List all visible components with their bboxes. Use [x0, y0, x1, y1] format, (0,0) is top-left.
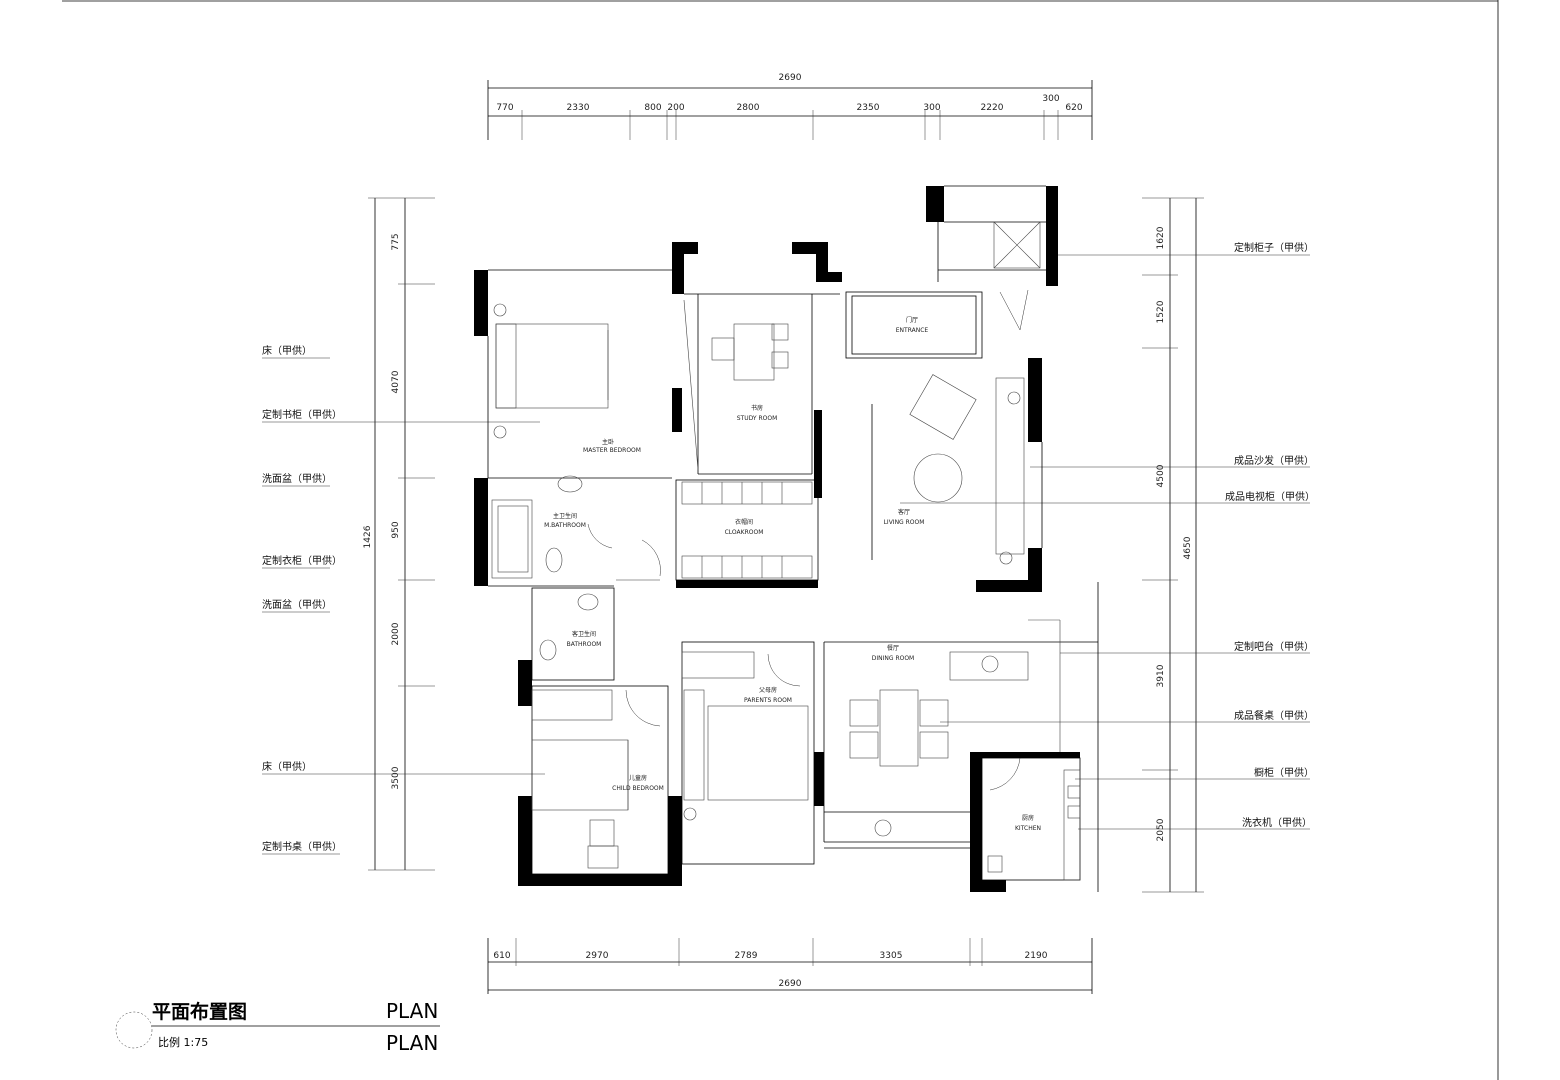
drawing-scale: 比例 1:75 [158, 1035, 208, 1049]
top-seg-9: 300 [1042, 94, 1059, 104]
room-cloak-cn: 衣帽间 [735, 518, 753, 526]
room-kitchen-en: KITCHEN [1015, 825, 1041, 832]
room-master-bath-en: M.BATHROOM [544, 522, 586, 529]
top-seg-1: 770 [496, 103, 513, 113]
callout-left-basin-1: 洗面盆（甲供） [262, 472, 332, 485]
top-seg-3: 800 [644, 103, 661, 113]
left-dimension-chain: 775 4070 950 2000 3500 1426 [363, 197, 435, 871]
top-dimension-chain: 2690 770 2330 800 200 2800 2350 300 2220… [487, 73, 1093, 140]
interior-walls [487, 185, 1099, 892]
bottom-dimension-chain: 610 2970 2789 3305 2190 2690 [487, 938, 1093, 994]
room-parents-cn: 父母房 [759, 686, 777, 694]
callout-left-bed-2: 床（甲供） [262, 760, 312, 773]
room-kitchen-cn: 厨房 [1022, 814, 1034, 822]
left-seg-2: 4070 [391, 370, 401, 393]
room-bath-cn: 客卫生间 [572, 630, 596, 638]
right-seg-2: 1520 [1156, 300, 1166, 323]
callout-right-tv-cabinet: 成品电视柜（甲供） [1225, 490, 1315, 503]
drawing-title-cn: 平面布置图 [152, 1000, 247, 1023]
callout-left-wardrobe: 定制衣柜（甲供） [262, 554, 342, 567]
door-swings [587, 289, 1029, 791]
room-dining-en: DINING ROOM [872, 655, 914, 662]
room-master-bath-cn: 主卫生间 [553, 512, 577, 520]
callout-right-kitchen-cabinet: 橱柜（甲供） [1254, 766, 1314, 779]
title-circle-icon [115, 1011, 153, 1049]
bottom-seg-3: 2789 [735, 951, 758, 961]
callout-right-cabinet: 定制柜子（甲供） [1234, 241, 1314, 254]
room-entrance-en: ENTRANCE [896, 327, 929, 334]
left-seg-4: 2000 [391, 622, 401, 645]
top-seg-8: 2220 [981, 103, 1004, 113]
callout-left-bookcase: 定制书柜（甲供） [262, 408, 342, 421]
coffee-table [913, 453, 963, 503]
room-living-cn: 客厅 [898, 508, 910, 516]
right-total-dim: 4650 [1183, 536, 1193, 559]
top-seg-7: 300 [923, 103, 940, 113]
room-bath-en: BATHROOM [567, 641, 602, 648]
callout-left-basin-2: 洗面盆（甲供） [262, 598, 332, 611]
parents-bed [707, 705, 809, 801]
title-block: 平面布置图 比例 1:75 PLAN PLAN [115, 999, 440, 1055]
right-seg-1: 1620 [1156, 226, 1166, 249]
bottom-seg-5: 2190 [1025, 951, 1048, 961]
left-seg-5: 3500 [391, 766, 401, 789]
callout-left-bed-1: 床（甲供） [262, 344, 312, 357]
room-parents-en: PARENTS ROOM [744, 697, 792, 704]
room-child-cn: 儿童房 [629, 774, 647, 782]
top-total-dim: 2690 [779, 73, 802, 83]
left-callouts: 床（甲供） 定制书柜（甲供） 洗面盆（甲供） 定制衣柜（甲供） 洗面盆（甲供） … [262, 344, 545, 855]
top-seg-10: 620 [1065, 103, 1082, 113]
callout-right-sofa: 成品沙发（甲供） [1234, 454, 1314, 467]
room-cloak-en: CLOAKROOM [725, 529, 764, 536]
callout-right-dining-table: 成品餐桌（甲供） [1234, 709, 1314, 722]
armchair [909, 374, 977, 440]
top-seg-2: 2330 [567, 103, 590, 113]
room-master-cn: 主卧 [602, 438, 614, 446]
room-dining-cn: 餐厅 [887, 644, 899, 652]
top-seg-4: 200 [667, 103, 684, 113]
right-seg-4: 3910 [1156, 664, 1166, 687]
master-bed [495, 323, 609, 409]
bottom-seg-4: 3305 [880, 951, 903, 961]
right-seg-5: 2050 [1156, 818, 1166, 841]
child-bed [531, 739, 629, 811]
room-master-en: MASTER BEDROOM [583, 447, 641, 454]
left-seg-1: 775 [391, 233, 401, 250]
right-seg-3: 4500 [1156, 464, 1166, 487]
right-dimension-chain: 1620 1520 4500 3910 2050 4650 [1142, 197, 1204, 893]
dining-table [879, 689, 919, 767]
room-study-cn: 书房 [751, 404, 763, 412]
room-entrance-cn: 门厅 [906, 316, 918, 324]
drawing-title-en: PLAN [386, 999, 438, 1023]
top-seg-6: 2350 [857, 103, 880, 113]
top-seg-5: 2800 [737, 103, 760, 113]
callout-left-desk: 定制书桌（甲供） [262, 840, 342, 853]
bottom-seg-1: 610 [493, 951, 510, 961]
sofa [995, 377, 1025, 555]
room-study-en: STUDY ROOM [737, 415, 778, 422]
room-child-en: CHILD BEDROOM [612, 785, 664, 792]
structural-walls [474, 186, 1080, 892]
furniture [491, 221, 1081, 881]
left-total-dim: 1426 [363, 525, 373, 548]
bottom-seg-2: 2970 [586, 951, 609, 961]
callout-right-washer: 洗衣机（甲供） [1242, 816, 1312, 829]
room-living-en: LIVING ROOM [884, 519, 925, 526]
left-seg-3: 950 [391, 521, 401, 538]
drawing-title-en-2: PLAN [386, 1031, 438, 1055]
callout-right-bar: 定制吧台（甲供） [1234, 640, 1314, 653]
bottom-total-dim: 2690 [779, 979, 802, 989]
bar-counter [949, 651, 1029, 681]
right-callouts: 定制柜子（甲供） 成品沙发（甲供） 成品电视柜（甲供） 定制吧台（甲供） 成品餐… [900, 241, 1315, 830]
room-labels: 门厅 ENTRANCE 书房 STUDY ROOM 主卧 MASTER BEDR… [544, 316, 1041, 832]
